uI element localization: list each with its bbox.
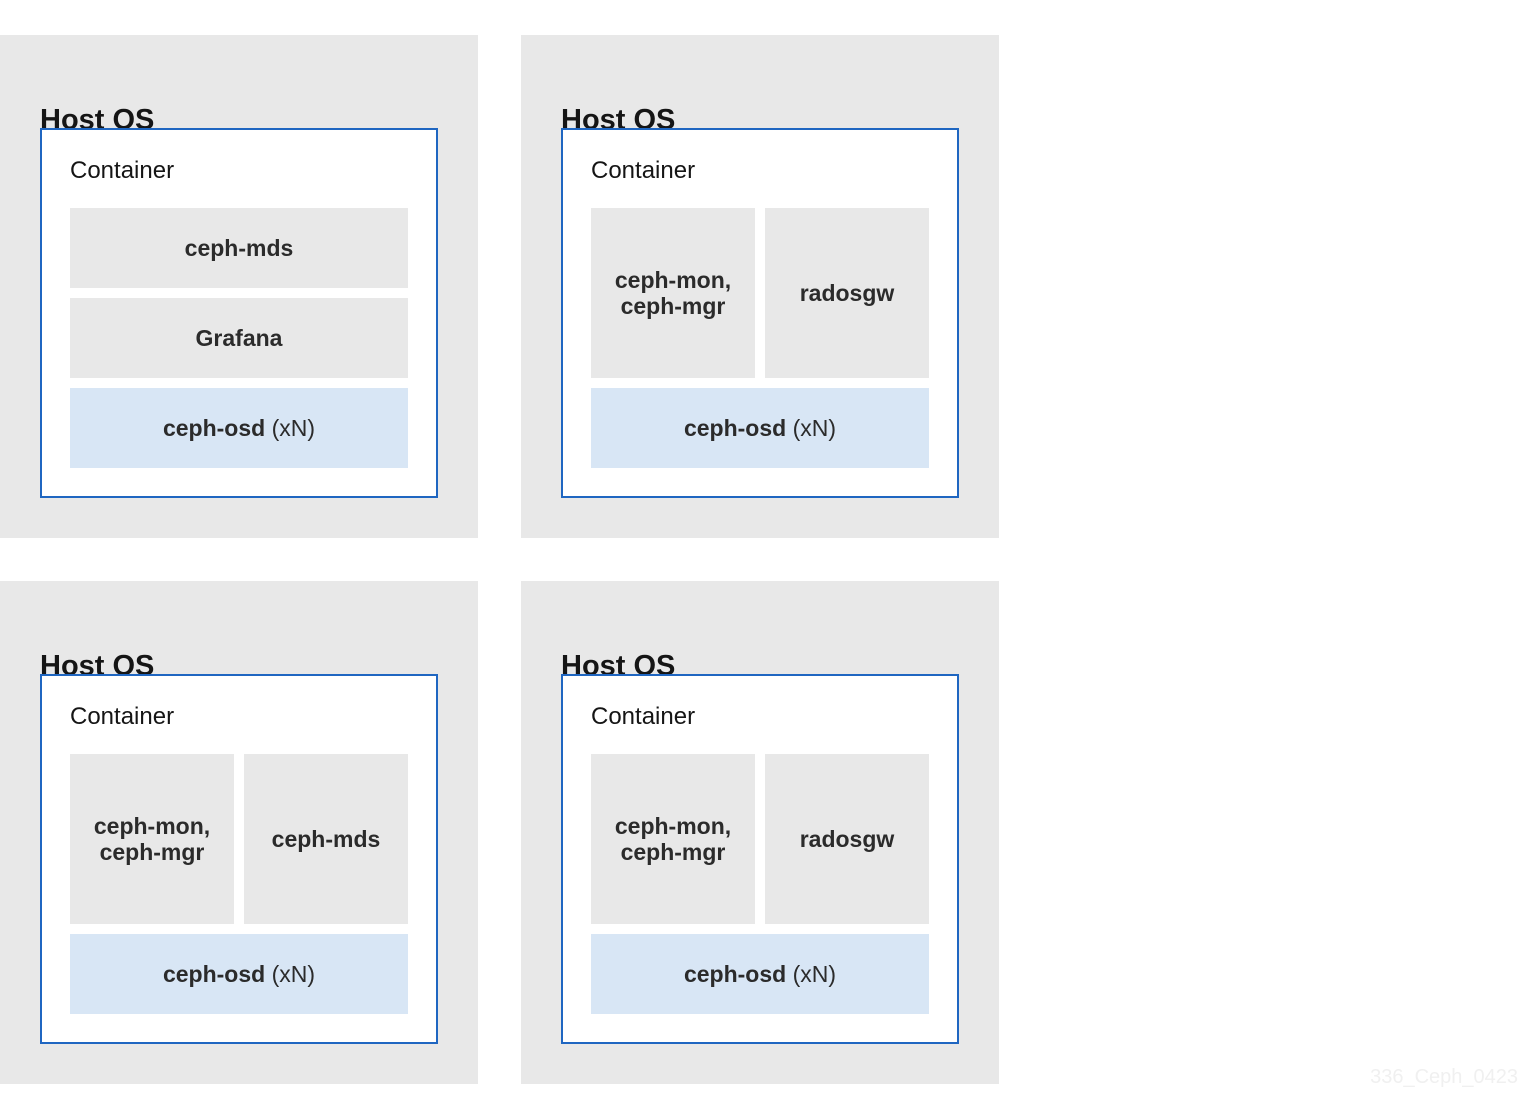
container-title: Container bbox=[591, 703, 696, 730]
figure-watermark: 336_Ceph_0423 bbox=[1370, 1066, 1518, 1088]
container-title: Container bbox=[591, 157, 696, 184]
container-title: Container bbox=[70, 157, 175, 184]
service-ceph-mds: ceph-mds bbox=[70, 208, 408, 288]
service-ceph-osd: ceph-osd (xN) bbox=[591, 934, 929, 1014]
service-grafana: Grafana bbox=[70, 298, 408, 378]
container-box: Container ceph-mds Grafana ceph-osd (xN) bbox=[40, 128, 438, 498]
service-ceph-osd: ceph-osd (xN) bbox=[70, 934, 408, 1014]
container-title: Container bbox=[70, 703, 175, 730]
container-box: Container ceph-mon, ceph-mgr ceph-mds ce… bbox=[40, 674, 438, 1044]
container-box: Container ceph-mon, ceph-mgr radosgw cep… bbox=[561, 674, 959, 1044]
service-ceph-mon-mgr: ceph-mon, ceph-mgr bbox=[591, 754, 755, 924]
service-radosgw: radosgw bbox=[765, 208, 929, 378]
host-os-2: Host OS Container ceph-mon, ceph-mgr rad… bbox=[521, 35, 999, 538]
host-os-1: Host OS Container ceph-mds Grafana ceph-… bbox=[0, 35, 478, 538]
service-ceph-osd: ceph-osd (xN) bbox=[591, 388, 929, 468]
service-ceph-mon-mgr: ceph-mon, ceph-mgr bbox=[591, 208, 755, 378]
host-os-4: Host OS Container ceph-mon, ceph-mgr rad… bbox=[521, 581, 999, 1084]
container-box: Container ceph-mon, ceph-mgr radosgw cep… bbox=[561, 128, 959, 498]
service-ceph-mon-mgr: ceph-mon, ceph-mgr bbox=[70, 754, 234, 924]
service-ceph-osd: ceph-osd (xN) bbox=[70, 388, 408, 468]
service-ceph-mds: ceph-mds bbox=[244, 754, 408, 924]
service-radosgw: radosgw bbox=[765, 754, 929, 924]
host-os-3: Host OS Container ceph-mon, ceph-mgr cep… bbox=[0, 581, 478, 1084]
